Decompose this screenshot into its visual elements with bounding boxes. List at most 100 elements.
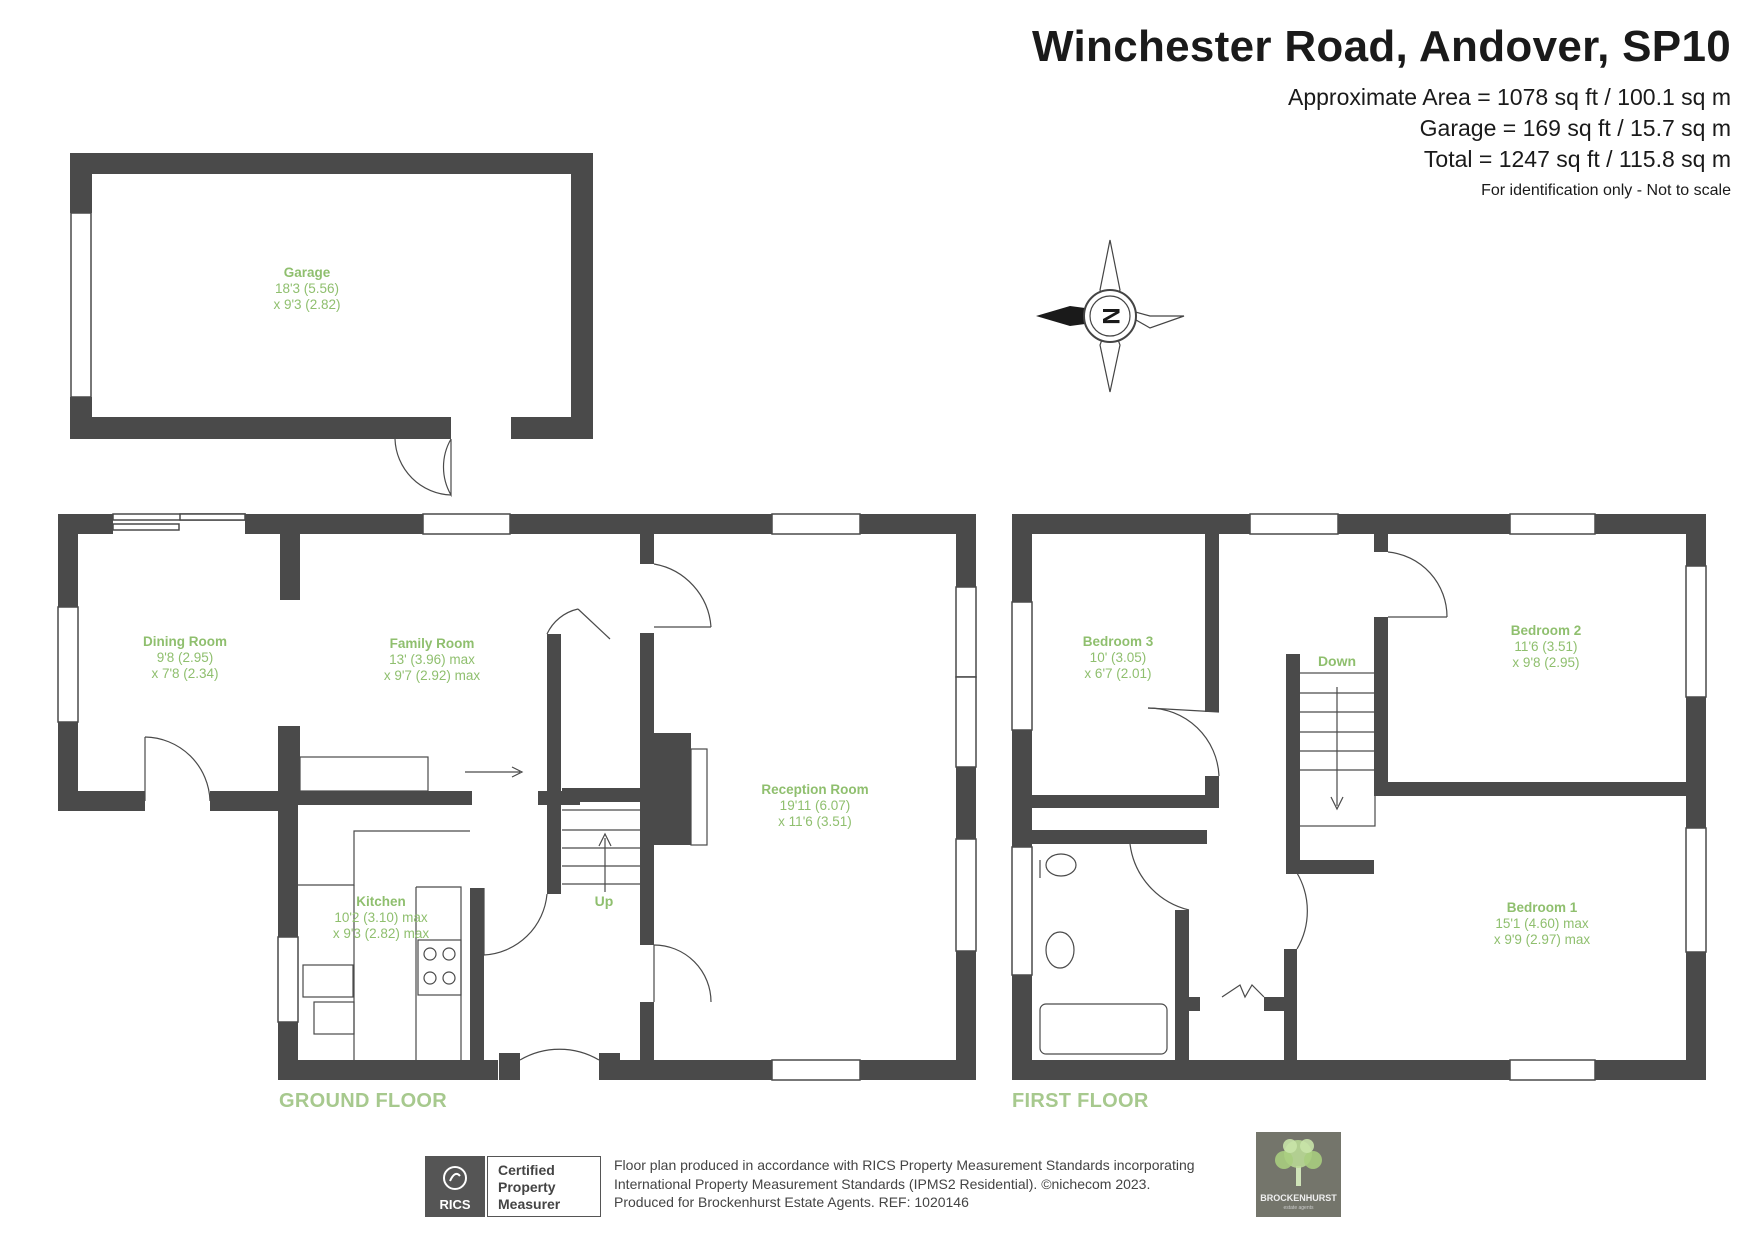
ground-wall	[640, 633, 654, 945]
room-name: Reception Room	[761, 782, 869, 797]
first-wall	[1205, 776, 1219, 808]
sink	[302, 964, 354, 998]
first-wall	[1012, 514, 1032, 602]
cert-line: Property	[498, 1179, 556, 1195]
stairs-up-label: Up	[594, 893, 614, 909]
window	[179, 513, 246, 521]
first-wall	[1286, 654, 1300, 873]
door-swing	[653, 944, 712, 1003]
first-wall	[1175, 997, 1200, 1011]
first-wall	[1284, 949, 1297, 1080]
first-wall	[1374, 617, 1388, 782]
window	[1509, 513, 1596, 535]
room-label-kitchen: Kitchen 10'2 (3.10) max x 9'3 (2.82) max	[333, 894, 429, 942]
approximate-area: Approximate Area = 1078 sq ft / 100.1 sq…	[1287, 84, 1731, 110]
ground-wall	[470, 888, 484, 1060]
room-name: Bedroom 2	[1510, 623, 1582, 638]
room-dimension: 9'8 (2.95)	[156, 650, 214, 665]
ground-wall	[640, 1002, 654, 1080]
door-swing	[1147, 707, 1220, 777]
door-swing	[519, 1048, 600, 1061]
ground-wall	[280, 534, 300, 600]
first-wall	[1595, 514, 1706, 534]
ground-wall	[599, 1053, 620, 1080]
certified-measurer-box: Certified Property Measurer	[487, 1156, 601, 1217]
stair-arrow	[1330, 687, 1344, 811]
window	[771, 513, 861, 535]
ground-wall	[278, 1022, 298, 1080]
first-wall	[1205, 534, 1219, 712]
ground-wall	[280, 791, 472, 805]
ground-wall	[956, 514, 976, 587]
first-floor-label: FIRST FLOOR	[1012, 1090, 1149, 1112]
basin	[1045, 931, 1075, 969]
first-wall	[1374, 534, 1388, 552]
window	[955, 838, 977, 952]
rics-logo: RICS	[425, 1156, 485, 1217]
room-dimension: 18'3 (5.56)	[274, 281, 340, 296]
window	[277, 936, 299, 1023]
window	[1011, 601, 1033, 731]
window	[955, 676, 977, 768]
ground-wall	[956, 767, 976, 839]
garage-wall	[70, 153, 593, 174]
cert-line: Measurer	[498, 1196, 561, 1212]
first-wall	[1012, 730, 1032, 847]
hob-ring	[423, 971, 437, 985]
identification-note: For identification only - Not to scale	[1481, 182, 1731, 199]
door-swing	[394, 438, 452, 496]
room-dimension: x 9'3 (2.82)	[273, 297, 341, 312]
kitchen-counter	[415, 886, 462, 1060]
first-wall	[1012, 1060, 1510, 1080]
tree-icon	[1275, 1139, 1322, 1186]
room-dimension: 11'6 (3.51)	[1514, 639, 1578, 654]
first-wall	[1175, 910, 1189, 1060]
first-wall	[1338, 514, 1510, 534]
ground-wall	[640, 534, 654, 564]
window	[422, 513, 511, 535]
room-name: Garage	[283, 265, 331, 280]
ground-wall	[278, 1060, 498, 1080]
garage-wall	[70, 417, 451, 439]
door-swing	[1221, 984, 1265, 999]
toilet	[1039, 853, 1077, 878]
fireplace	[690, 748, 708, 846]
first-wall	[1032, 830, 1207, 844]
logo-subtitle: estate agents	[1283, 1205, 1314, 1211]
compass-letter: N	[1097, 307, 1124, 325]
ground-floor-label: GROUND FLOOR	[279, 1090, 448, 1112]
first-wall	[1595, 1060, 1706, 1080]
ground-wall	[956, 951, 976, 1080]
room-dimension: x 6'7 (2.01)	[1084, 666, 1152, 681]
bath	[1039, 1003, 1168, 1055]
first-wall	[1012, 975, 1032, 1080]
rics-name: RICS	[439, 1197, 471, 1212]
room-label-family: Family Room 13' (3.96) max x 9'7 (2.92) …	[384, 636, 480, 684]
room-name: Bedroom 3	[1082, 634, 1154, 649]
room-dimension: x 7'8 (2.34)	[151, 666, 219, 681]
room-dimension: x 11'6 (3.51)	[778, 814, 852, 829]
stairs	[562, 809, 640, 885]
garage-wall	[70, 153, 92, 213]
total-area: Total = 1247 sq ft / 115.8 sq m	[1423, 146, 1731, 172]
door-swing	[1387, 551, 1448, 618]
room-dimension: x 9'8 (2.95)	[1512, 655, 1580, 670]
first-wall	[1012, 514, 1250, 534]
worktop	[299, 756, 429, 792]
window	[57, 606, 79, 723]
stairs	[1296, 672, 1376, 827]
rics-emblem-icon	[443, 1166, 467, 1190]
first-wall	[1374, 782, 1706, 796]
room-dimension: 13' (3.96) max	[389, 652, 475, 667]
stair-arrow	[598, 832, 612, 892]
first-wall	[1286, 860, 1374, 874]
room-dimension: 10' (3.05)	[1089, 650, 1147, 665]
ground-wall	[860, 1060, 976, 1080]
hob-ring	[423, 947, 437, 961]
room-label-bedroom3: Bedroom 3 10' (3.05) x 6'7 (2.01)	[1083, 634, 1154, 682]
hob	[417, 939, 462, 996]
room-name: Kitchen	[356, 894, 406, 909]
ground-wall	[510, 514, 772, 534]
ground-wall	[562, 788, 640, 802]
ground-wall	[860, 514, 976, 534]
